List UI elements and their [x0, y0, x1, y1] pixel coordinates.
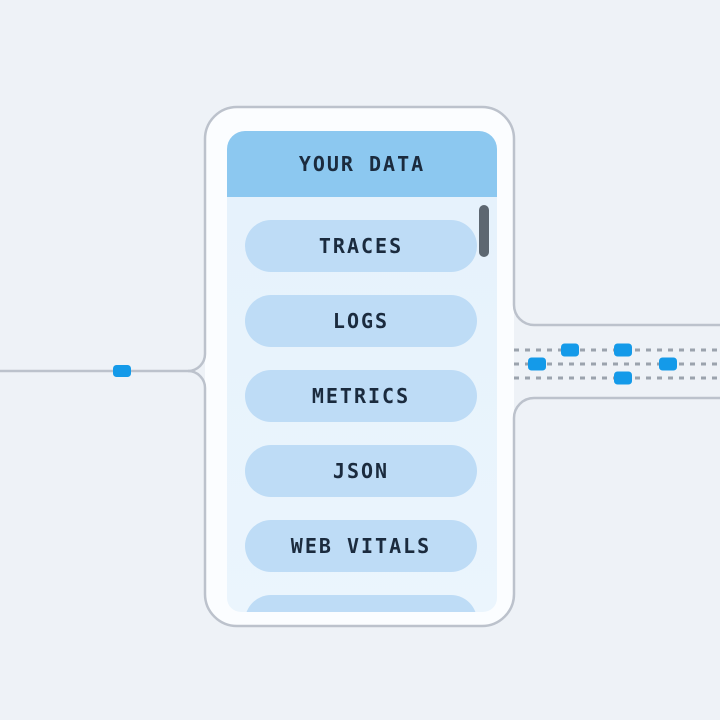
data-packet: [614, 371, 632, 385]
list-item-label: METRICS: [311, 384, 411, 408]
data-packet: [528, 357, 546, 371]
data-packet: [614, 343, 632, 357]
data-packets: [113, 343, 677, 385]
data-type-list: TRACES LOGS METRICS JSON WEB VITALS: [227, 197, 497, 612]
list-item-metrics[interactable]: METRICS: [245, 370, 477, 422]
list-item-json[interactable]: JSON: [245, 445, 477, 497]
list-item-partial[interactable]: [245, 595, 477, 612]
list-item-label: JSON: [332, 459, 390, 483]
scrollbar-thumb[interactable]: [479, 205, 489, 257]
list-item-label: WEB VITALS: [290, 534, 432, 558]
pipe-outline-top: [0, 105, 720, 373]
data-packet: [659, 357, 677, 371]
data-packet-inbound: [113, 365, 131, 377]
list-item-web-vitals[interactable]: WEB VITALS: [245, 520, 477, 572]
list-item-traces[interactable]: TRACES: [245, 220, 477, 272]
card-header: YOUR DATA: [227, 131, 497, 197]
list-item-logs[interactable]: LOGS: [245, 295, 477, 347]
data-packet: [561, 343, 579, 357]
list-item-label: TRACES: [318, 234, 404, 258]
list-item-label: LOGS: [332, 309, 390, 333]
pipe-outline-bottom: [187, 369, 720, 628]
